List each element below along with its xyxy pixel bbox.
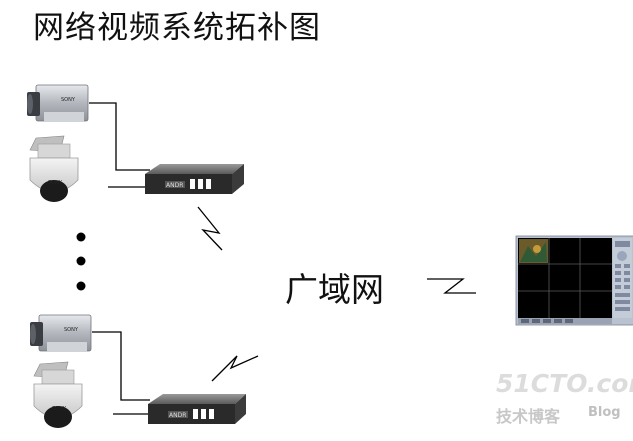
dome-camera-bottom: SONY [33, 361, 83, 428]
wan-label: 广域网 [285, 270, 384, 309]
wan-link-right [427, 278, 476, 294]
wan-link-top [197, 206, 223, 251]
box-camera-top: SONY [27, 84, 89, 122]
box-camera-brand-top: SONY [61, 97, 76, 103]
dome-camera-brand-bottom: SONY [52, 406, 67, 412]
wan-link-bottom [211, 355, 259, 382]
dvr-brand-top: ANDR [166, 182, 183, 189]
watermark-blog: Blog [588, 405, 621, 420]
dome-camera-brand-top: SONY [48, 180, 63, 186]
link-top-box-camera-to-dvr [89, 102, 150, 171]
dvr-brand-bottom: ANDR [169, 412, 186, 419]
dome-camera-top: SONY [29, 135, 79, 202]
monitor-software-screen [515, 235, 633, 326]
watermark-subtitle: 技术博客 [496, 407, 561, 426]
box-camera-brand-bottom: SONY [64, 327, 79, 333]
connection-lines [89, 102, 150, 415]
dvr-top: ANDR [145, 164, 244, 194]
diagram-title: 网络视频系统拓补图 [33, 10, 321, 46]
watermark-site: 51CTO.com [496, 369, 633, 398]
box-camera-bottom: SONY [30, 314, 92, 352]
dvr-bottom: ANDR [148, 394, 246, 424]
link-bottom-box-camera-to-dvr [92, 331, 150, 401]
more-devices-ellipsis [76, 232, 86, 291]
